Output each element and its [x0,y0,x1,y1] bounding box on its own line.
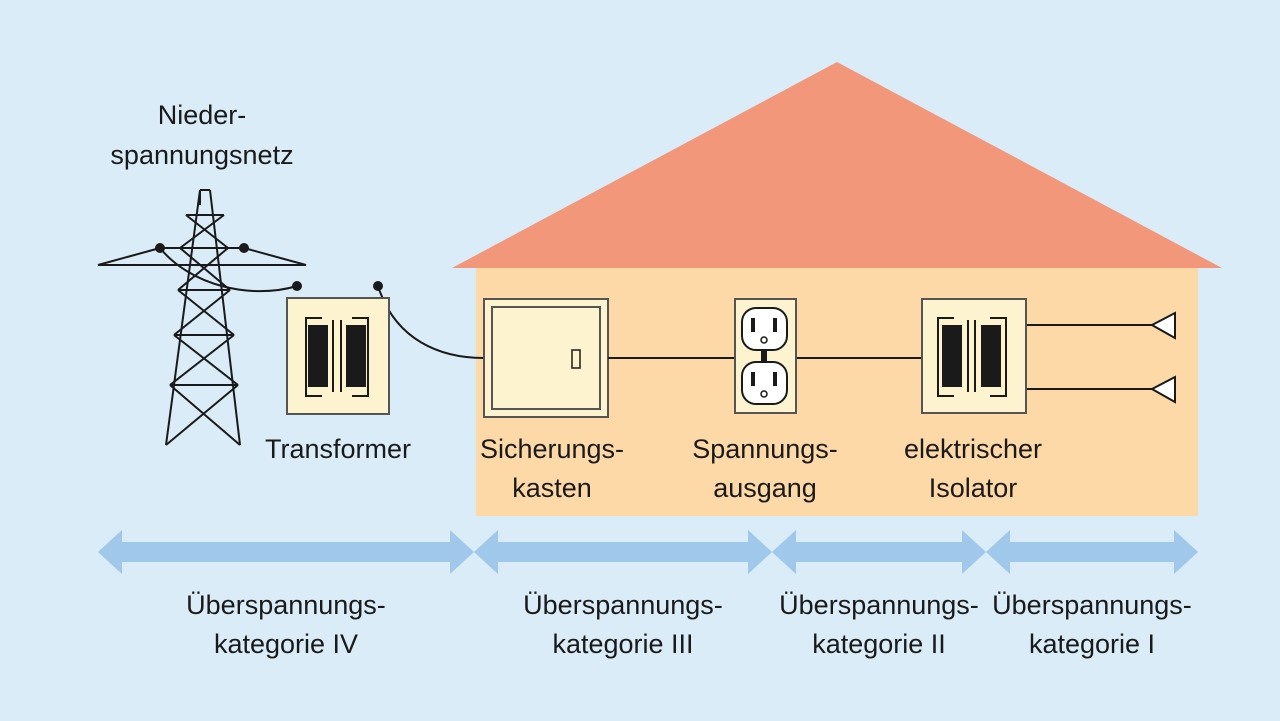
outlet-label-line1: Spannungs- [692,434,838,464]
wiring [608,324,1152,390]
isolator-transformer-icon [921,298,1027,414]
category-ii-label-line2: kategorie II [812,629,946,659]
transformer-label: Transformer [265,434,411,464]
load-terminal-icon [1149,311,1176,404]
category-iii-label-line2: kategorie III [552,629,693,659]
transformer-icon [286,297,390,415]
category-arrow-i [986,530,1198,574]
isolator-label-line1: elektrischer [904,434,1042,464]
isolator-label-line2: Isolator [929,473,1018,503]
category-arrow-iii [474,530,772,574]
category-i-label-line2: kategorie I [1029,629,1155,659]
outlet-label-line2: ausgang [713,473,817,503]
fusebox-label-line1: Sicherungs- [480,434,624,464]
grid-label-line2: spannungsnetz [110,140,293,170]
house-roof [452,62,1222,268]
category-arrow-ii [772,530,986,574]
category-arrow-iv [98,530,474,574]
category-iv-label-line1: Überspannungs- [186,590,386,620]
category-iv-label-line2: kategorie IV [214,629,358,659]
category-i-label-line1: Überspannungs- [992,590,1192,620]
category-ii-label-line1: Überspannungs- [779,590,979,620]
category-arrows [98,530,1198,574]
power-pylon-icon [97,189,485,446]
fusebox-label-line2: kasten [512,473,592,503]
category-iii-label-line1: Überspannungs- [523,590,723,620]
fuse-box-icon [483,298,609,418]
grid-label-line1: Nieder- [158,100,247,130]
power-outlet-icon [734,298,797,414]
